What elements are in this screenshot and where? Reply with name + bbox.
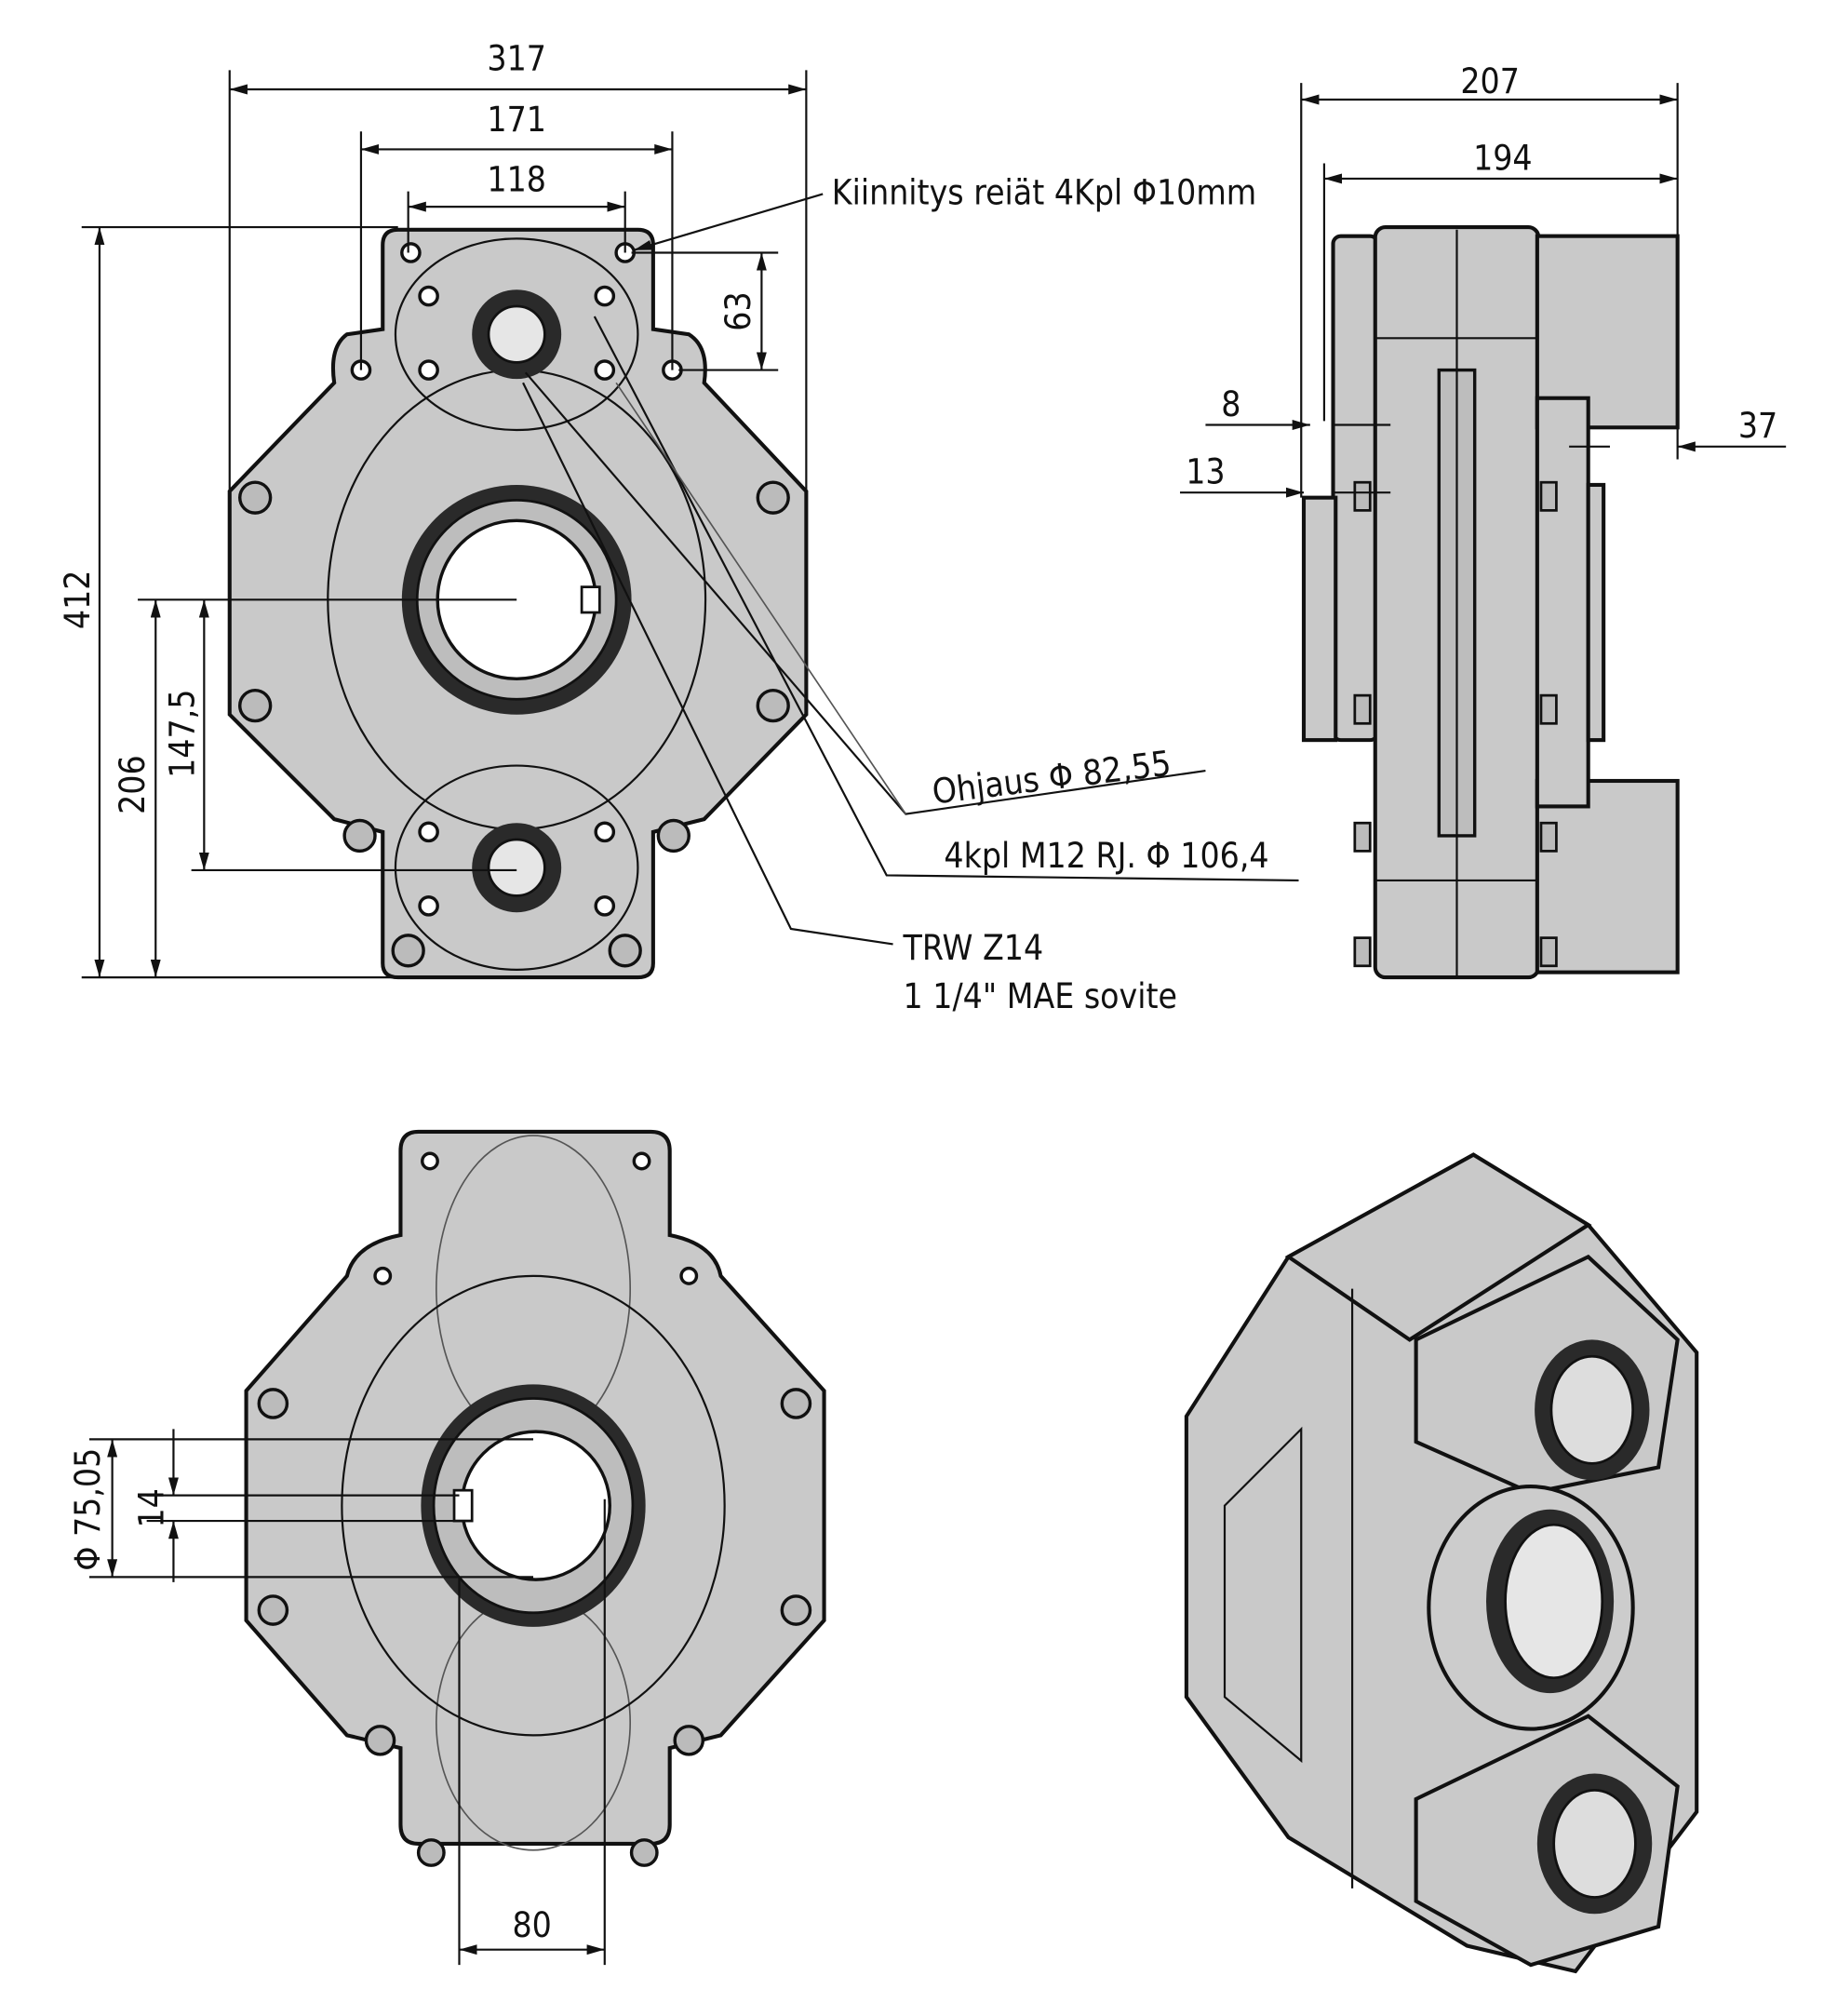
dim-171: 171 — [487, 100, 546, 140]
side-bottom-hub — [1535, 778, 1680, 974]
dim-13: 13 — [1186, 452, 1225, 492]
dim-keyway-14: 14 — [131, 1488, 171, 1527]
rear-bore — [460, 1430, 611, 1581]
dim-118: 118 — [487, 160, 546, 200]
dim-206: 206 — [113, 755, 153, 814]
rear-holes — [373, 1151, 699, 1285]
iso-top-face — [1284, 1152, 1592, 1342]
rear-boss — [341, 1274, 726, 1737]
keyway — [580, 585, 601, 614]
side-dimensions — [1180, 83, 1787, 498]
hex-bolts — [238, 480, 790, 968]
side-rear-flange — [1535, 396, 1590, 809]
dim-207: 207 — [1460, 61, 1520, 101]
callout-bolt-circle: 4kpl M12 RJ. Φ 106,4 — [944, 836, 1268, 876]
rear-dimensions — [88, 1429, 606, 1966]
side-top-hub — [1535, 234, 1680, 430]
callout-spline: TRW Z14 — [903, 928, 1044, 968]
top-hub-flange — [394, 237, 639, 432]
iso-rib — [1223, 1426, 1303, 1764]
side-view: 207 194 8 13 37 — [1180, 61, 1787, 980]
callout-pilot: Ohjaus Φ 82,55 — [930, 743, 1173, 812]
dim-8: 8 — [1221, 384, 1240, 424]
dim-194: 194 — [1473, 138, 1533, 178]
side-front-flange — [1301, 495, 1338, 743]
rear-view: Φ 75,05 14 80 — [68, 1129, 826, 1966]
rear-nuts — [257, 1388, 812, 1867]
dim-63: 63 — [718, 291, 758, 330]
rear-keyway — [452, 1488, 474, 1523]
front-view: 317 171 118 412 206 147,5 63 Kiinnitys r… — [58, 38, 1299, 1016]
front-dimensions — [81, 70, 1299, 979]
bottom-hub-flange — [394, 764, 639, 971]
callout-spline-fit: 1 1/4" MAE sovite — [904, 976, 1177, 1016]
dim-37: 37 — [1738, 406, 1777, 446]
dim-147-5: 147,5 — [162, 690, 202, 778]
dim-317: 317 — [487, 38, 546, 78]
dim-80: 80 — [512, 1905, 551, 1945]
dim-bore-75-05: Φ 75,05 — [68, 1448, 108, 1571]
dim-412: 412 — [58, 571, 98, 630]
isometric-view — [1184, 1152, 1699, 1974]
callout-mount-holes: Kiinnitys reiät 4Kpl Φ10mm — [832, 172, 1256, 212]
